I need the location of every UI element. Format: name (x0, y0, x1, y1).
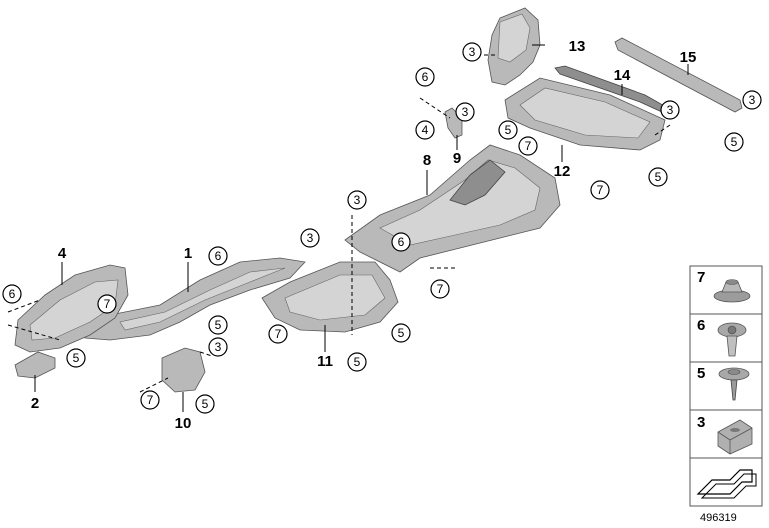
svg-text:6: 6 (422, 70, 429, 84)
callout-3: 3 (208, 337, 228, 357)
direction-arrow-icon (696, 469, 757, 499)
callout-7: 7 (518, 136, 538, 156)
svg-text:3: 3 (307, 231, 314, 245)
legend-label-3: 3 (697, 414, 705, 431)
callout-5: 5 (66, 348, 86, 368)
part-13-heat-shield (487, 7, 541, 86)
callout-6: 6 (2, 284, 22, 304)
svg-text:7: 7 (104, 297, 111, 311)
svg-text:3: 3 (215, 340, 222, 354)
svg-text:3: 3 (667, 103, 674, 117)
svg-text:5: 5 (202, 397, 209, 411)
svg-text:6: 6 (215, 249, 222, 263)
svg-text:3: 3 (469, 45, 476, 59)
label-part-8: 8 (423, 152, 431, 169)
label-part-15: 15 (680, 49, 697, 66)
svg-text:5: 5 (505, 123, 512, 137)
callout-3: 3 (742, 90, 762, 110)
label-part-10: 10 (175, 415, 192, 432)
svg-text:3: 3 (462, 105, 469, 119)
callout-6: 6 (391, 232, 411, 252)
part-11-mid-shield (261, 261, 399, 333)
svg-text:7: 7 (525, 139, 532, 153)
part-labels: 4 2 1 10 11 8 9 12 13 14 15 (31, 38, 697, 432)
part-2-bracket (14, 351, 56, 379)
svg-text:5: 5 (215, 318, 222, 332)
legend-label-7: 7 (697, 269, 705, 286)
svg-text:6: 6 (398, 235, 405, 249)
legend-label-5: 5 (697, 365, 705, 382)
part-12-underbody-shield (504, 77, 666, 151)
fastener-legend: 7 6 5 3 (689, 265, 763, 507)
callout-5: 5 (195, 394, 215, 414)
svg-text:3: 3 (354, 193, 361, 207)
callout-3: 3 (462, 42, 482, 62)
svg-text:4: 4 (422, 123, 429, 137)
label-part-9: 9 (453, 150, 461, 167)
callout-7: 7 (97, 294, 117, 314)
label-part-13: 13 (569, 38, 586, 55)
label-part-12: 12 (554, 163, 571, 180)
callout-3: 3 (347, 190, 367, 210)
leader-lines (7, 44, 689, 412)
svg-text:7: 7 (437, 282, 444, 296)
callout-3: 3 (300, 228, 320, 248)
callout-6: 6 (208, 246, 228, 266)
clip-icon (717, 322, 747, 357)
callout-7: 7 (590, 180, 610, 200)
figure-id: 496319 (700, 512, 737, 524)
callout-5: 5 (391, 323, 411, 343)
svg-text:5: 5 (354, 355, 361, 369)
callout-5: 5 (648, 167, 668, 187)
callout-5: 5 (208, 315, 228, 335)
callout-4: 4 (415, 120, 435, 140)
label-part-2: 2 (31, 395, 39, 412)
callouts: 6 5 7 6 5 3 7 5 3 7 5 3 6 5 7 6 4 3 3 5 … (2, 42, 762, 414)
label-part-1: 1 (184, 245, 192, 262)
callout-5: 5 (724, 132, 744, 152)
callout-5: 5 (347, 352, 367, 372)
svg-text:5: 5 (731, 135, 738, 149)
callout-3: 3 (660, 100, 680, 120)
label-part-14: 14 (614, 67, 631, 84)
nut-icon (713, 279, 751, 303)
callout-5: 5 (498, 120, 518, 140)
svg-text:7: 7 (597, 183, 604, 197)
callout-7: 7 (268, 324, 288, 344)
callout-3: 3 (455, 102, 475, 122)
part-10-bracket (161, 347, 206, 393)
part-15-bar (614, 37, 743, 113)
svg-text:5: 5 (398, 326, 405, 340)
callout-6: 6 (415, 67, 435, 87)
callout-7: 7 (140, 390, 160, 410)
svg-text:7: 7 (147, 393, 154, 407)
part-4-left-shield (14, 264, 129, 353)
svg-text:7: 7 (275, 327, 282, 341)
legend-label-6: 6 (697, 317, 705, 334)
label-part-4: 4 (58, 245, 67, 262)
callout-7: 7 (430, 279, 450, 299)
part-1-long-shield (77, 257, 306, 341)
label-part-11: 11 (317, 353, 333, 370)
svg-text:5: 5 (655, 170, 662, 184)
svg-text:5: 5 (73, 351, 80, 365)
svg-text:3: 3 (749, 93, 756, 107)
clamp-nut-icon (717, 419, 753, 455)
svg-text:6: 6 (9, 287, 16, 301)
screw-icon (718, 367, 750, 401)
